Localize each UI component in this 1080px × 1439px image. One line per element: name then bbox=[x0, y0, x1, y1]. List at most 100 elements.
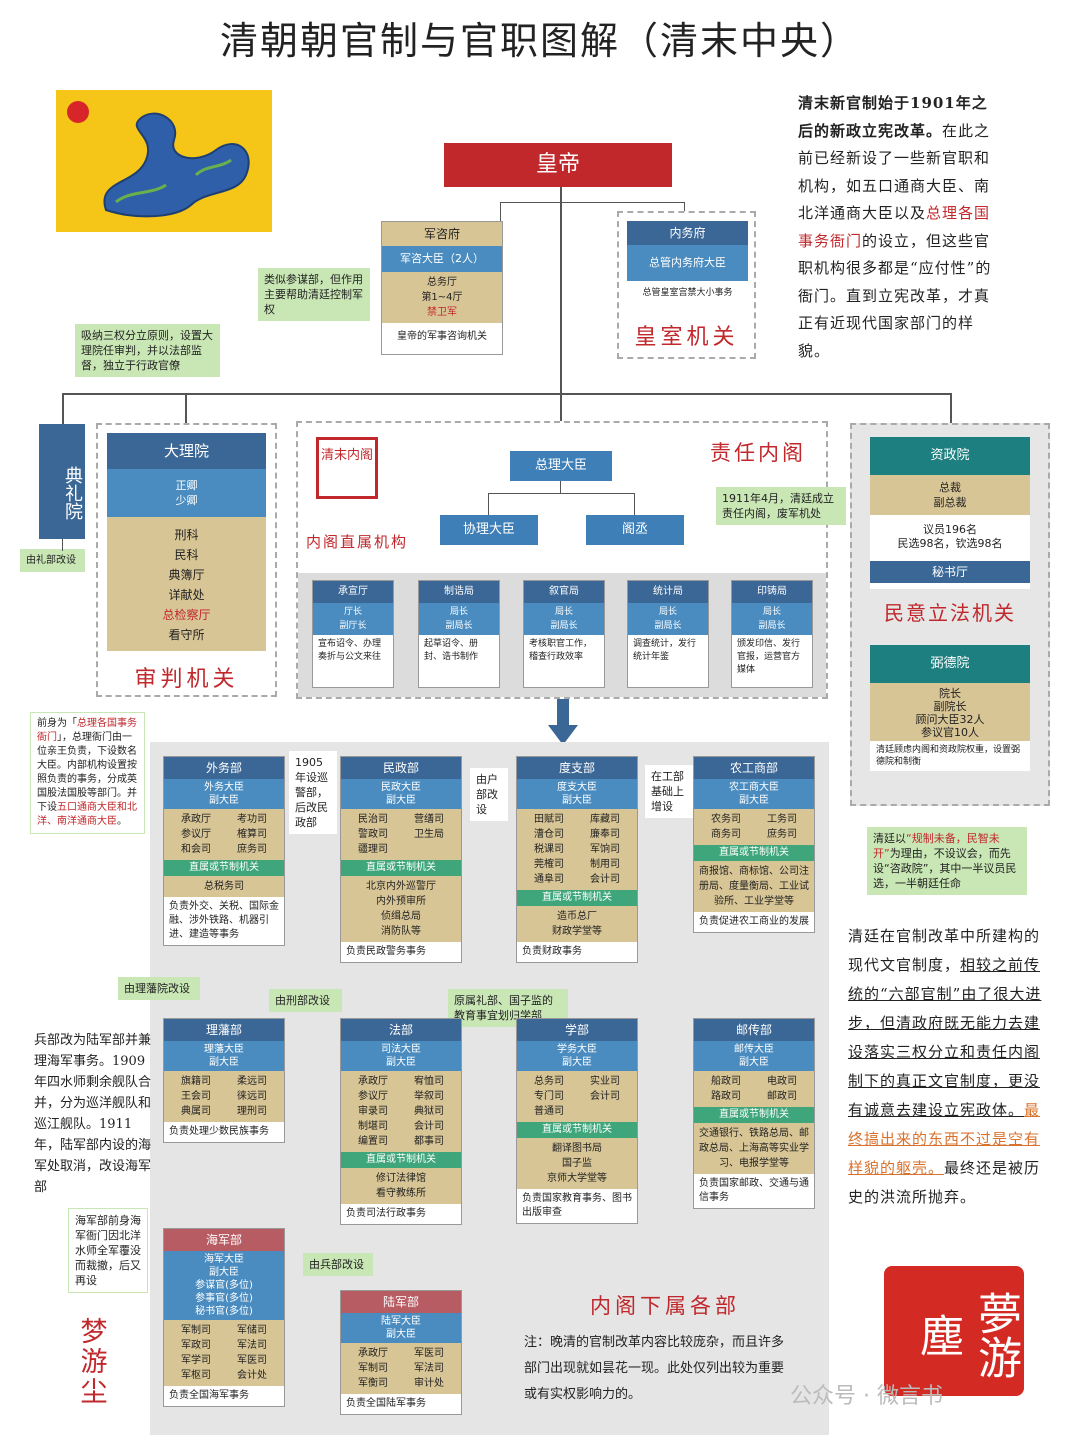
affiliated-label: 直属或节制机关 bbox=[341, 860, 461, 876]
cabinet-org-desc: 起草诏令、册封、诰书制作 bbox=[424, 639, 479, 662]
affiliated-label: 直属或节制机关 bbox=[517, 890, 637, 906]
affiliated-units: 造币总厂 财政学堂等 bbox=[517, 906, 637, 942]
cabinet-org-header: 承宣厅 bbox=[313, 581, 393, 603]
zizhengyuan-officers: 总裁 副总裁 bbox=[870, 475, 1030, 515]
dianliyuan-note: 由礼部改设 bbox=[20, 549, 85, 572]
zizhengyuan-members: 议员196名 民选98名，钦选98名 bbox=[870, 515, 1030, 561]
royal-section: 内务府 总管内务府大臣 总管皇室宫禁大小事务 皇室机关 bbox=[617, 211, 756, 359]
ministry-bureaus: 承政厅 参议厅 和会司考功司 榷算司 庶务司 bbox=[164, 809, 284, 860]
ministry-officers: 邮传大臣 副大臣 bbox=[694, 1041, 814, 1071]
ministry-bureaus: 民治司 警政司 疆理司营缮司 卫生局 bbox=[341, 809, 461, 860]
ministry-bureaus: 田赋司 漕仓司 税课司 莞榷司 通阜司库藏司 廉奉司 军饷司 制用司 会计司 bbox=[517, 809, 637, 890]
secretariat: 秘书厅 bbox=[870, 561, 1030, 583]
legislative-section: 资政院 总裁 副总裁 议员196名 民选98名，钦选98名 秘书厅 民意立法机关… bbox=[850, 423, 1050, 806]
bureaus-right: 军医司 军法司 审计处 bbox=[414, 1348, 444, 1389]
ministries-label: 内阁下属各部 bbox=[590, 1294, 740, 1318]
affiliated-label: 直属或节制机关 bbox=[694, 845, 814, 861]
daliyuan-officers: 正卿少卿 bbox=[107, 469, 266, 517]
ministry-desc: 负责国家邮政、交通与通信事务 bbox=[699, 1178, 809, 1203]
lujun-note: 由兵部改设 bbox=[303, 1253, 373, 1276]
bureaus-left: 船政司 路政司 bbox=[711, 1076, 741, 1102]
cabinet-org: 印铸局局长 副局长颁发印信、发行官报，运营官方媒体 bbox=[731, 580, 813, 688]
duzhi-note: 由户部改设 bbox=[470, 768, 508, 821]
ministry-box: 民政部民政大臣 副大臣民治司 警政司 疆理司营缮司 卫生局直属或节制机关北京内外… bbox=[340, 756, 462, 963]
bureaus-left: 农务司 商务司 bbox=[711, 814, 741, 840]
neiwufu-officer: 总管内务府大臣 bbox=[627, 245, 748, 281]
ministry-desc: 负责国家教育事务、图书出版审查 bbox=[522, 1193, 632, 1218]
legislative-label: 民意立法机关 bbox=[884, 601, 1016, 625]
ministry-desc: 负责财政事务 bbox=[522, 946, 582, 957]
cabinet-direct-label: 内阁直属机构 bbox=[306, 533, 409, 551]
emperor-box: 皇帝 bbox=[444, 143, 672, 187]
ministry-officers: 理藩大臣 副大臣 bbox=[164, 1041, 284, 1071]
ministry-header: 理藩部 bbox=[164, 1019, 284, 1041]
lifan-note: 由理藩院改设 bbox=[118, 977, 200, 1000]
bottom-note: 注：晚清的官制改革内容比较庞杂，而且许多部门出现就如昙花一现。此处仅列出较为重要… bbox=[524, 1335, 785, 1402]
bureaus-left: 承政厅 军制司 军衡司 bbox=[358, 1348, 388, 1389]
ministry-officers: 民政大臣 副大臣 bbox=[341, 779, 461, 809]
affiliated-label: 直属或节制机关 bbox=[341, 1152, 461, 1168]
bideyuan-desc: 清廷顾虑内阁和资政院权重，设置弼德院和制衡 bbox=[870, 741, 1030, 771]
ministry-header: 农工商部 bbox=[694, 757, 814, 779]
ministry-box: 外务部外务大臣 副大臣承政厅 参议厅 和会司考功司 榷算司 庶务司直属或节制机关… bbox=[163, 756, 285, 946]
ministry-header: 外务部 bbox=[164, 757, 284, 779]
affiliated-label: 直属或节制机关 bbox=[164, 860, 284, 876]
bureaus-right: 军储司 军法司 军医司 会计处 bbox=[237, 1325, 267, 1381]
cabinet-org-desc: 颁发印信、发行官报，运营官方媒体 bbox=[737, 639, 801, 675]
cabinet-org-desc: 调查统计，发行统计年鉴 bbox=[633, 639, 697, 662]
cabinet-org-officers: 局长 副局长 bbox=[628, 603, 708, 635]
ministry-header: 海军部 bbox=[164, 1229, 284, 1251]
ministry-bureaus: 旗籍司 王会司 典属司柔远司 徕远司 理刑司 bbox=[164, 1071, 284, 1122]
ministry-header: 法部 bbox=[341, 1019, 461, 1041]
affiliated-label: 直属或节制机关 bbox=[517, 1122, 637, 1138]
ministry-officers: 外务大臣 副大臣 bbox=[164, 779, 284, 809]
signature-seal-big: 夢游塵 bbox=[884, 1266, 1024, 1396]
cabinet-org-officers: 局长 副局长 bbox=[524, 603, 604, 635]
down-arrow-icon bbox=[548, 699, 578, 745]
affiliated-label: 直属或节制机关 bbox=[694, 1107, 814, 1123]
ministry-box: 理藩部理藩大臣 副大臣旗籍司 王会司 典属司柔远司 徕远司 理刑司负责处理少数民… bbox=[163, 1018, 285, 1143]
dianliyuan-box: 典礼院 bbox=[39, 424, 85, 539]
ministry-bureaus: 总务司 专门司 普通司实业司 会计司 bbox=[517, 1071, 637, 1122]
bureaus-left: 总务司 专门司 普通司 bbox=[534, 1076, 564, 1117]
cabinet-org-header: 制诰局 bbox=[419, 581, 499, 603]
ministry-box: 陆军部陆军大臣 副大臣承政厅 军制司 军衡司军医司 军法司 审计处负责全国陆军事… bbox=[340, 1290, 462, 1415]
ministry-officers: 海军大臣 副大臣 参谋官(多位) 参事官(多位) 秘书官(多位) bbox=[164, 1251, 284, 1320]
ministry-desc: 负责外交、关税、国际金融、涉外铁路、机器引进、建造等事务 bbox=[169, 901, 279, 940]
bideyuan-header: 弼德院 bbox=[870, 645, 1030, 683]
bideyuan-note: 清廷以“规制未备，民智未开”为理由，不设议会，而先设“咨政院”，其中一半议员民选… bbox=[867, 827, 1027, 895]
judicial-section-label: 审判机关 bbox=[134, 667, 239, 692]
ministry-desc: 负责全国海军事务 bbox=[169, 1390, 249, 1401]
daliyuan-header: 大理院 bbox=[107, 433, 266, 469]
ministry-officers: 度支大臣 副大臣 bbox=[517, 779, 637, 809]
ministry-header: 民政部 bbox=[341, 757, 461, 779]
bureaus-right: 工务司 庶务司 bbox=[767, 814, 797, 840]
bureaus-right: 实业司 会计司 bbox=[590, 1076, 620, 1102]
junzifu-units: 总务厅第1~4厅禁卫军 bbox=[382, 272, 502, 323]
bureaus-left: 承政厅 参议厅 审录司 制堪司 编置司 bbox=[358, 1076, 388, 1147]
dragon-icon bbox=[67, 101, 250, 218]
affiliated-units: 交通银行、铁路总局、邮政总局、上海高等实业学习、电报学堂等 bbox=[694, 1123, 814, 1174]
cabinet-label: 责任内阁 bbox=[710, 441, 806, 465]
junzi-note: 类似参谋部，但作用主要帮助清廷控制军权 bbox=[258, 268, 370, 321]
qing-flag bbox=[56, 90, 272, 232]
ministry-header: 陆军部 bbox=[341, 1291, 461, 1313]
bureaus-left: 旗籍司 王会司 典属司 bbox=[181, 1076, 211, 1117]
ministry-desc: 负责处理少数民族事务 bbox=[169, 1126, 269, 1137]
ministry-header: 邮传部 bbox=[694, 1019, 814, 1041]
ministry-box: 邮传部邮传大臣 副大臣船政司 路政司电政司 邮政司直属或节制机关交通银行、铁路总… bbox=[693, 1018, 815, 1209]
cabinet-org: 制诰局局长 副局长起草诏令、册封、诰书制作 bbox=[418, 580, 500, 688]
cabinet-secretary: 阁丞 bbox=[586, 515, 684, 545]
cabinet-org: 统计局局长 副局长调查统计，发行统计年鉴 bbox=[627, 580, 709, 688]
neiwufu-header: 内务府 bbox=[627, 221, 748, 245]
ministry-box: 海军部海军大臣 副大臣 参谋官(多位) 参事官(多位) 秘书官(多位) 军制司 军… bbox=[163, 1228, 285, 1407]
ministry-bureaus: 承政厅 军制司 军衡司军医司 军法司 审计处 bbox=[341, 1343, 461, 1394]
ministry-bureaus: 农务司 商务司工务司 庶务司 bbox=[694, 809, 814, 845]
bureaus-left: 军制司 军政司 军学司 军枢司 bbox=[181, 1325, 211, 1381]
junzifu-officer: 军咨大臣（2人） bbox=[382, 246, 502, 272]
bureaus-right: 库藏司 廉奉司 军饷司 制用司 会计司 bbox=[590, 814, 620, 885]
deputy-pm: 协理大臣 bbox=[440, 515, 538, 545]
ministry-desc: 负责全国陆军事务 bbox=[346, 1398, 426, 1409]
cabinet-org-desc: 宣布诏令、办理奏折与公文来往 bbox=[318, 639, 382, 662]
bideyuan-officers: 院长 副院长 顾问大臣32人 参议官10人 bbox=[870, 683, 1030, 741]
